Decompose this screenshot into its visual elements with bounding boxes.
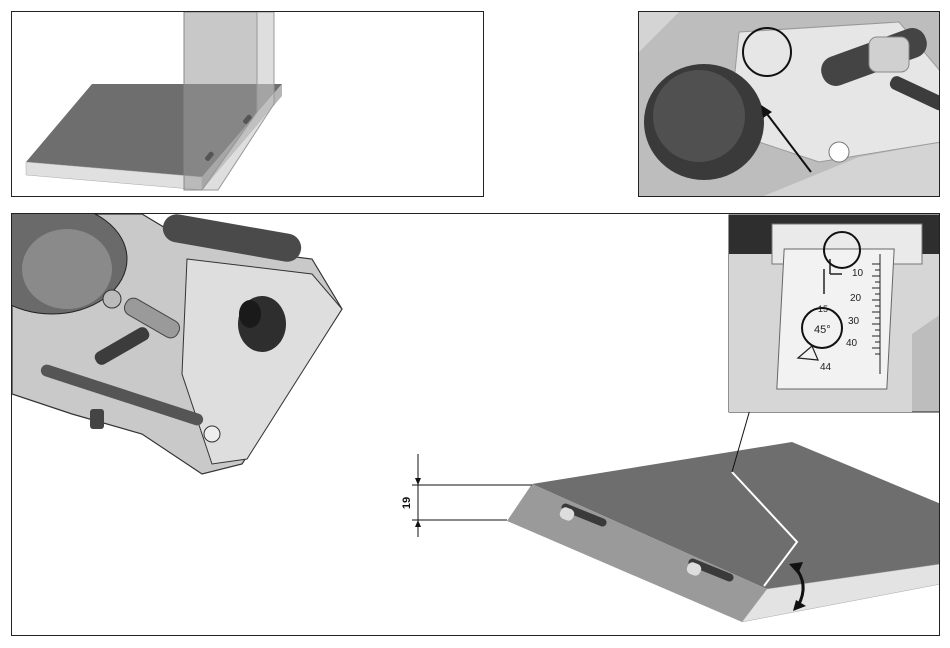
scale-bottom-label: 44 xyxy=(820,362,832,373)
angle-label: 45° xyxy=(814,324,831,336)
panel-corner-joint xyxy=(11,11,484,197)
screw xyxy=(103,290,121,308)
knob-detail-illustration xyxy=(639,12,940,197)
scale-tick-label: 40 xyxy=(846,338,858,349)
thickness-dimension: 19 xyxy=(401,454,532,537)
jointer-machine xyxy=(12,214,342,474)
motor-housing-highlight xyxy=(22,229,112,309)
foot-peg xyxy=(90,409,104,429)
clamp-block xyxy=(869,37,909,72)
scale-tick-label: 20 xyxy=(850,293,862,304)
lock-knob-face xyxy=(653,70,745,162)
corner-joint-illustration xyxy=(12,12,484,197)
scale-tick-label: 10 xyxy=(852,268,864,279)
hole xyxy=(829,142,849,162)
mitre-board xyxy=(507,442,940,622)
scale-inset: 10 20 30 40 44 15 45° xyxy=(729,215,940,412)
dimension-label: 19 xyxy=(401,497,413,509)
lock-knob-stem xyxy=(239,300,261,328)
panel-knob-detail xyxy=(638,11,940,197)
screw xyxy=(204,426,220,442)
main-illustration: 19 xyxy=(12,214,940,636)
scale-tick-label: 30 xyxy=(848,316,860,327)
panel-main: 19 xyxy=(11,213,940,636)
